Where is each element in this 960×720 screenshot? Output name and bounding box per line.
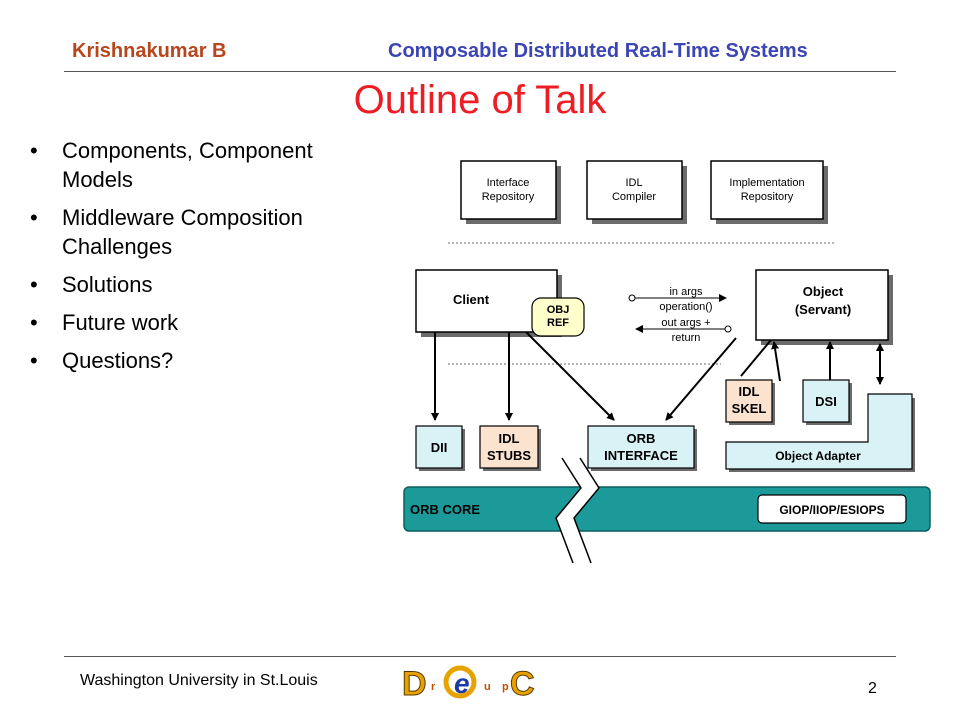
skel-link xyxy=(740,339,772,377)
out-args-origin xyxy=(724,325,732,333)
interface-repository-box: Interface Repository xyxy=(460,160,561,224)
bullet-text: Middleware Composition xyxy=(62,205,303,230)
doc-group-logo: D r e u p C xyxy=(400,665,536,704)
orb-core-label: ORB CORE xyxy=(410,502,480,517)
out-args-label: out args + xyxy=(661,317,710,329)
object-to-orb-interface-arrow xyxy=(665,337,737,421)
network-break-edge xyxy=(555,457,582,564)
interface-repository-label: Interface xyxy=(487,177,530,189)
out-args-label-2: return xyxy=(672,332,701,344)
logo-letter-p: p xyxy=(502,681,509,693)
interface-repository-label-2: Repository xyxy=(482,191,535,203)
logo-letter-u: u xyxy=(484,681,491,693)
implementation-repository-label-2: Repository xyxy=(741,191,794,203)
header-divider xyxy=(64,71,896,72)
client-to-orb-interface-arrow xyxy=(525,331,615,421)
bullet-text: Future work xyxy=(62,310,179,335)
idl-compiler-box: IDL Compiler xyxy=(586,160,687,224)
bullet-text: Components, Component xyxy=(62,138,313,163)
corba-architecture-diagram: Interface Repository IDL Compiler Implem… xyxy=(403,160,931,564)
idl-compiler-label-2: Compiler xyxy=(612,191,656,203)
idl-skel-label-2: SKEL xyxy=(732,401,767,416)
slide-title: Outline of Talk xyxy=(353,78,607,122)
bullet-text-continued: Models xyxy=(62,167,133,192)
idl-skel-label: IDL xyxy=(739,384,760,399)
footer-institution: Washington University in St.Louis xyxy=(80,672,318,689)
bullet-marker: • xyxy=(30,310,38,335)
bullet-marker: • xyxy=(30,348,38,373)
in-args-label-2: operation() xyxy=(659,301,712,313)
logo-letter-r: r xyxy=(431,681,436,693)
bullet-item: • Future work xyxy=(20,308,380,337)
implementation-repository-label: Implementation xyxy=(729,177,804,189)
obj-ref-box: OBJ REF xyxy=(531,297,585,337)
object-adapter-box: Object Adapter xyxy=(725,393,915,472)
giop-label: GIOP/IIOP/ESIOPS xyxy=(779,503,884,517)
dii-box: DII xyxy=(415,425,465,471)
skel-to-object-arrow xyxy=(771,341,781,382)
object-label-2: (Servant) xyxy=(795,302,851,317)
idl-compiler-label: IDL xyxy=(625,177,642,189)
object-servant-box: Object (Servant) xyxy=(755,269,893,345)
obj-ref-label-2: REF xyxy=(547,317,569,329)
orb-core-bar: ORB CORE GIOP/IIOP/ESIOPS xyxy=(403,457,931,564)
implementation-repository-box: Implementation Repository xyxy=(710,160,828,224)
in-args-label: in args xyxy=(669,286,703,298)
idl-stubs-box: IDL STUBS xyxy=(479,425,541,471)
orb-interface-box: ORB INTERFACE xyxy=(587,425,697,471)
header-author: Krishnakumar B xyxy=(72,40,227,62)
client-label: Client xyxy=(453,292,490,307)
dsi-box: DSI xyxy=(802,379,852,425)
network-break xyxy=(556,458,599,563)
bullet-item: • Questions? xyxy=(20,346,380,375)
in-args-origin xyxy=(628,294,636,302)
logo-letter-c: C xyxy=(510,665,535,703)
bullet-text: Solutions xyxy=(62,272,153,297)
bullet-text-continued: Challenges xyxy=(62,234,173,259)
bullet-item: • Solutions xyxy=(20,270,380,299)
idl-stubs-label-2: STUBS xyxy=(487,448,531,463)
footer-divider xyxy=(64,656,896,657)
idl-skel-box: IDL SKEL xyxy=(725,379,775,425)
giop-box xyxy=(757,494,907,524)
bullet-marker: • xyxy=(30,272,38,297)
orb-interface-label: ORB xyxy=(627,431,656,446)
header-course-title: Composable Distributed Real-Time Systems xyxy=(388,40,808,62)
object-label: Object xyxy=(803,284,844,299)
dsi-label: DSI xyxy=(815,394,837,409)
bullet-text: Questions? xyxy=(62,348,174,373)
bullet-marker: • xyxy=(30,205,38,230)
page-number: 2 xyxy=(868,680,877,697)
logo-letter-e: e xyxy=(454,668,470,699)
logo-ring xyxy=(443,665,477,699)
network-break-edge xyxy=(573,457,600,564)
logo-letter-d: D xyxy=(402,665,427,703)
idl-stubs-label: IDL xyxy=(499,431,520,446)
dii-label: DII xyxy=(431,440,448,455)
orb-interface-label-2: INTERFACE xyxy=(604,448,678,463)
obj-ref-label: OBJ xyxy=(547,304,570,316)
object-adapter-label: Object Adapter xyxy=(775,449,861,463)
bullet-marker: • xyxy=(30,138,38,163)
